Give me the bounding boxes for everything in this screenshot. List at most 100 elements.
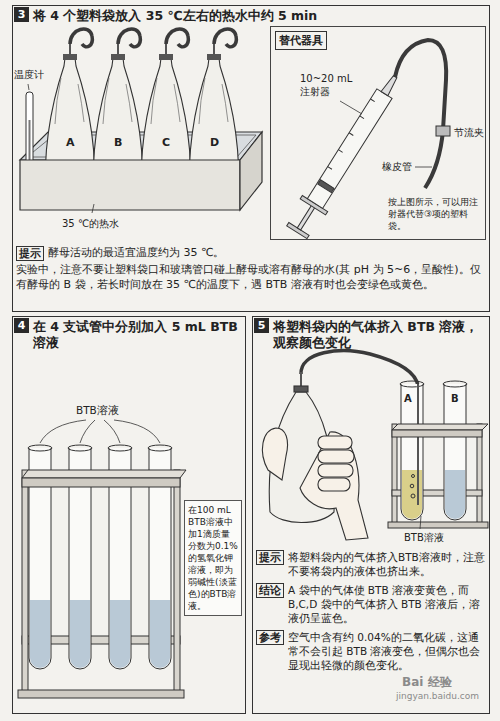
- rack-leg: [477, 424, 482, 524]
- step-heading: 将 4 个塑料袋放入 35 ℃左右的热水中约 5 min: [33, 8, 483, 24]
- bubble: [410, 484, 414, 488]
- bag-letter: A: [66, 136, 75, 150]
- node-text: 3: [14, 7, 29, 22]
- rack-leg: [22, 470, 28, 692]
- bag-letter: C: [162, 136, 170, 150]
- tube-lip: [28, 445, 52, 451]
- node-text: 4: [14, 318, 29, 333]
- watermark: Bai 经验: [402, 675, 452, 691]
- syringe-barrel: [307, 89, 392, 209]
- squeezed-bag: [262, 386, 368, 540]
- gas-tube: [301, 351, 418, 386]
- tray-front-face: [20, 160, 240, 210]
- bag-tie: [159, 54, 173, 60]
- bag-tubes: [70, 29, 236, 54]
- leader-line: [340, 101, 362, 114]
- leader-line: [40, 420, 160, 443]
- finger: [318, 464, 353, 477]
- rack-base: [388, 522, 488, 528]
- conclusion-tag: 结论: [256, 583, 284, 598]
- syringe-nozzle: [381, 75, 398, 96]
- hint-tag: 提示: [16, 246, 44, 261]
- bag-tie: [63, 54, 77, 60]
- hint-text: 将塑料袋内的气体挤入BTB溶液时，注意不要将袋内的液体也挤出来。: [288, 550, 486, 578]
- bag-letter: D: [210, 136, 219, 150]
- rack-base: [18, 690, 184, 698]
- rack-top-board: [392, 424, 488, 430]
- bag-wrinkles: [55, 78, 228, 124]
- tube-lip: [443, 381, 467, 387]
- bag-tie: [111, 54, 125, 60]
- hint-tag: 提示: [256, 550, 284, 565]
- rubber-tube: [301, 351, 418, 386]
- syringe-plunger: [318, 180, 334, 193]
- step-panel: 在 4 支试管中分别加入 5 mL BTB 溶液 4 在100 mL BTB溶液中加…: [12, 316, 246, 714]
- rack-top-front: [392, 430, 482, 437]
- conclusion-text: A 袋中的气体使 BTB 溶液变黄色，而 B,C,D 袋中的气体挤入 BTB 溶…: [288, 583, 486, 625]
- wrinkle: [199, 78, 228, 124]
- part-label: 10~20 mL 注射器: [300, 72, 362, 98]
- btb-liquid: [445, 470, 465, 519]
- tube-lip: [68, 445, 92, 451]
- node-text: 提示: [259, 551, 281, 564]
- rack-top: [22, 470, 186, 487]
- reference-tag: 参考: [256, 630, 284, 645]
- part-label: BTB溶液: [404, 531, 444, 544]
- leader-line: [415, 167, 432, 168]
- hint-text: 酵母活动的最适宜温度约为 35 ℃。: [48, 246, 224, 260]
- btb-liquid: [70, 600, 90, 668]
- node-text: 在100 mL BTB溶液中加1滴质量分数为0.1%的氢氧化钾溶液，即为弱碱性(…: [188, 504, 238, 612]
- rubber-tube: [214, 29, 236, 47]
- tube-letter: B: [451, 392, 459, 405]
- leader-line: [92, 204, 94, 213]
- tray-front: [20, 132, 262, 213]
- rubber-tube: [70, 29, 92, 47]
- step-number: 3: [14, 7, 29, 22]
- btb-liquid: [110, 600, 130, 668]
- hand-palm: [300, 432, 368, 540]
- tube-lip: [148, 445, 172, 451]
- bag-tie: [294, 386, 308, 392]
- bag-letter: B: [114, 136, 122, 150]
- finger: [318, 478, 350, 491]
- wrinkle: [55, 78, 84, 124]
- test-tube: [401, 384, 423, 520]
- tray-side-face: [240, 132, 262, 210]
- rack-top-board: [22, 470, 186, 478]
- syringe-thumb: [287, 222, 309, 238]
- node-text: 提示: [19, 247, 41, 260]
- watermark: jingyan.baidu.com: [396, 691, 479, 703]
- btb-liquid: [150, 600, 170, 668]
- part-label: 温度计: [14, 68, 44, 81]
- test-tube: [444, 384, 466, 520]
- tube-lip: [400, 381, 424, 387]
- rack-leg: [174, 470, 180, 692]
- reference-text: 空气中含有约 0.04%的二氧化碳，这通常不会引起 BTB 溶液变色，但偶尔也会…: [288, 630, 486, 672]
- step-heading: 将塑料袋内的气体挤入 BTB 溶液，观察颜色变化: [273, 319, 483, 351]
- pinch-clamp: [436, 126, 450, 136]
- bubble: [411, 494, 415, 498]
- step-number: 4: [14, 318, 29, 333]
- wrinkle: [151, 78, 180, 124]
- test-tubes-ab: [388, 381, 488, 529]
- finger: [318, 436, 352, 449]
- tube-letter: A: [404, 392, 412, 405]
- step-number: 5: [254, 318, 269, 333]
- bubble: [412, 475, 415, 478]
- part-label: BTB溶液: [76, 404, 119, 418]
- inset-heading: 替代器具: [275, 31, 327, 50]
- btb-liquid: [30, 600, 50, 668]
- inset-box: 替代器具按上图所示，可以用注射器代替③项的塑料袋。: [270, 26, 486, 240]
- bag-tie: [207, 54, 221, 60]
- thumb: [262, 428, 287, 480]
- body-text: 实验中，注意不要让塑料袋口和玻璃管口碰上酵母或溶有酵母的水(其 pH 为 5~6…: [16, 262, 486, 292]
- rubber-tube: [118, 29, 140, 47]
- note-box: 在100 mL BTB溶液中加1滴质量分数为0.1%的氢氧化钾溶液，即为弱碱性(…: [184, 500, 242, 616]
- rack-leg: [392, 424, 397, 524]
- glass-tube: [417, 384, 419, 505]
- step-heading: 在 4 支试管中分别加入 5 mL BTB 溶液: [33, 319, 239, 351]
- wrinkle: [103, 78, 132, 124]
- finger: [318, 450, 354, 463]
